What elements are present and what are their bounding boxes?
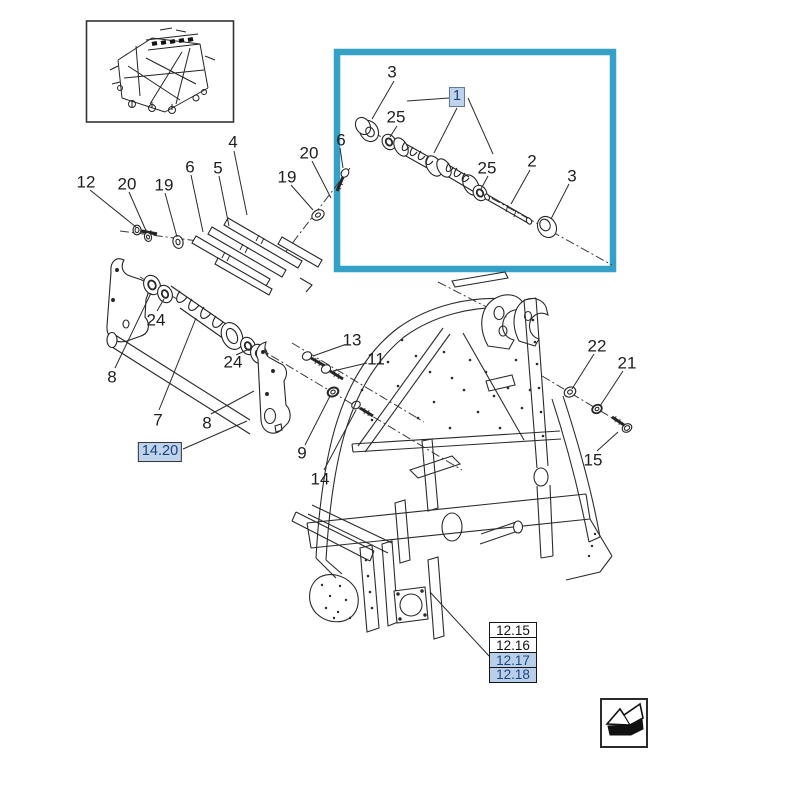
- ref-table-row-12.17[interactable]: 12.17: [489, 651, 537, 669]
- nav-icon-box[interactable]: [600, 698, 648, 748]
- frame-drawing: [291, 271, 613, 640]
- callout-5: 5: [213, 158, 223, 178]
- callout-11: 11: [367, 349, 385, 369]
- leader-lines: [89, 80, 624, 657]
- ref-link-1[interactable]: 1: [448, 87, 466, 107]
- callout-6: 6: [336, 130, 346, 150]
- middle-fasteners: [301, 351, 374, 418]
- left-fasteners: [132, 224, 184, 249]
- callout-3: 3: [387, 62, 397, 82]
- callout-15: 15: [583, 450, 603, 470]
- callout-7: 7: [153, 410, 163, 430]
- roller-exploded-view: [311, 116, 558, 239]
- callout-25: 25: [386, 107, 406, 127]
- callout-3: 3: [567, 166, 577, 186]
- callout-8: 8: [202, 413, 212, 433]
- ref-link-14.20[interactable]: 14.20: [137, 442, 183, 462]
- callout-21: 21: [617, 353, 637, 373]
- callout-8: 8: [107, 367, 117, 387]
- highlight-box: [333, 48, 617, 273]
- right-fasteners: [563, 386, 633, 433]
- callout-4: 4: [228, 132, 238, 152]
- callout-22: 22: [587, 336, 607, 356]
- flat-bars: [191, 217, 323, 296]
- callout-13: 13: [342, 330, 362, 350]
- ref-table-row-12.16[interactable]: 12.16: [489, 636, 537, 654]
- callout-25: 25: [477, 158, 497, 178]
- machine-thumbnail: [85, 20, 235, 123]
- bolt-6: [335, 168, 350, 192]
- callout-24: 24: [146, 310, 166, 330]
- ref-table-row-12.18[interactable]: 12.18: [489, 666, 537, 684]
- callout-2: 2: [527, 151, 537, 171]
- callout-19: 19: [277, 167, 297, 187]
- page-arrow-icon: [605, 702, 644, 736]
- callout-20: 20: [299, 143, 319, 163]
- callout-19: 19: [154, 175, 174, 195]
- callout-20: 20: [117, 174, 137, 194]
- callout-24: 24: [223, 352, 243, 372]
- callout-9: 9: [297, 443, 307, 463]
- callout-14: 14: [310, 469, 330, 489]
- callout-12: 12: [76, 172, 96, 192]
- callout-6: 6: [185, 157, 195, 177]
